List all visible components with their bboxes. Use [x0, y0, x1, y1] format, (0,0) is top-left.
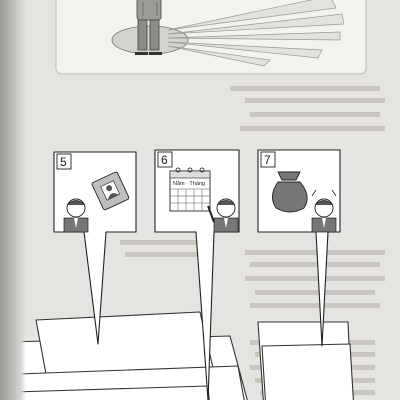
top-illustration-box — [55, 0, 367, 75]
calendar-icon: Năm · Tháng — [169, 167, 211, 212]
panel-6: 6 Năm · Tháng — [154, 149, 240, 400]
panel-7: 7 — [257, 149, 341, 347]
person-standing-icon — [111, 0, 189, 55]
panel-number-6: 6 — [161, 153, 168, 167]
stacked-sheets — [7, 311, 354, 400]
panel-number-7: 7 — [264, 153, 271, 167]
person-icon — [63, 198, 89, 233]
id-card-icon — [91, 171, 130, 211]
panel-number-5: 5 — [60, 155, 67, 169]
money-bag-icon — [272, 171, 308, 213]
page-spine-shadow — [0, 0, 26, 400]
calendar-label: Năm · Tháng — [173, 181, 205, 187]
person-icon — [311, 189, 337, 233]
person-icon — [207, 198, 239, 233]
light-beams-icon — [167, 0, 345, 67]
panel-5: 5 — [53, 151, 137, 345]
